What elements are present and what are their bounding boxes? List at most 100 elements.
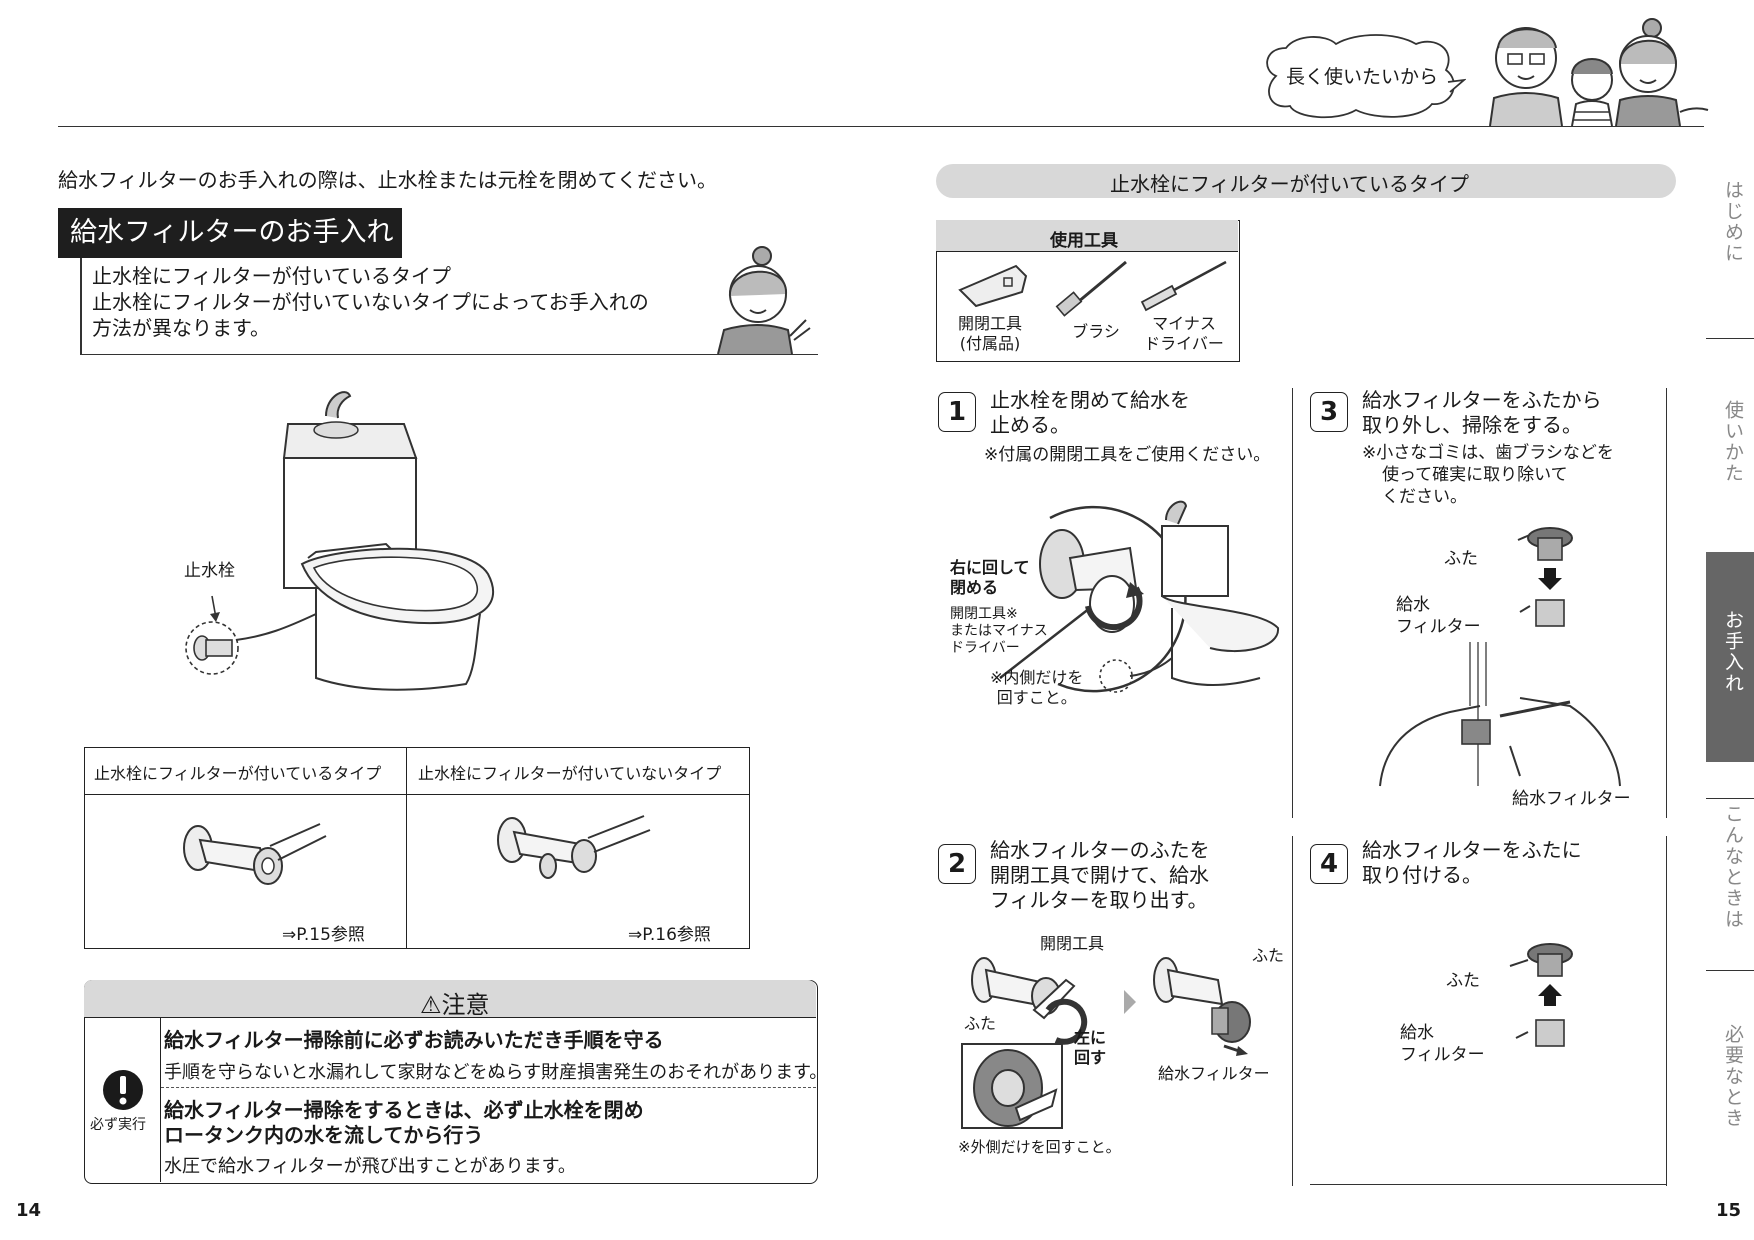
step-1-tool-line3: ドライバー [950, 640, 1020, 656]
page-number-right: 15 [1716, 1200, 1742, 1221]
step-1-note: ※付属の開閉工具をご使用ください。 [984, 445, 1271, 465]
brush-icon [1055, 260, 1127, 317]
step-divider-1 [1292, 388, 1293, 818]
step-3-line2: 取り外し、掃除をする。 [1362, 413, 1582, 437]
step-1-number: 1 [938, 392, 976, 432]
side-tab-rule-3 [1706, 970, 1754, 971]
step-3-illustration [1379, 527, 1621, 787]
step-3-filter-bottom-label: 給水フィルター [1512, 789, 1631, 809]
side-tab-konnatoki[interactable]: こんなときは [1706, 788, 1754, 958]
ref-p15[interactable]: ⇒P.15参照 [282, 925, 365, 945]
step-2-line3: フィルターを取り出す。 [990, 888, 1208, 912]
type-table [84, 747, 750, 949]
step-1-line2: 止める。 [990, 413, 1070, 437]
step-4-number: 4 [1310, 844, 1348, 884]
step-2-lid-label-2: ふた [1252, 946, 1285, 965]
step-4-line2: 取り付ける。 [1362, 863, 1482, 887]
step-1-inner-line1: ※内側だけを [990, 668, 1084, 687]
tool-screwdriver-line2: ドライバー [1144, 334, 1224, 353]
step-1-line1: 止水栓を閉めて給水を [990, 388, 1190, 412]
step-3-note-3: ください。 [1382, 487, 1467, 507]
section-title: 給水フィルターのお手入れ [58, 208, 402, 258]
woman-pointing-illustration [717, 246, 811, 354]
family-illustration [1489, 18, 1709, 127]
step-3-lid-label: ふた [1444, 549, 1478, 569]
table-header-rule [84, 794, 749, 795]
step-2-outer-note: ※外側だけを回すこと。 [958, 1138, 1121, 1156]
section-line-3: 方法が異なります。 [92, 316, 270, 340]
intro-text: 給水フィルターのお手入れの際は、止水栓または元栓を閉めてください。 [58, 168, 717, 192]
step-2-tool-label: 開閉工具 [1040, 934, 1105, 953]
step-3-note-1: ※小さなゴミは、歯ブラシなどを [1362, 443, 1614, 463]
type-title: 止水栓にフィルターが付いているタイプ [1110, 172, 1469, 196]
tool-screwdriver-label: マイナス ドライバー [1134, 314, 1234, 354]
step-bottom-rule [1310, 1184, 1666, 1185]
caution-item-1-body: 手順を守らないと水漏れして家財などをぬらす財産損害発生のおそれがあります。 [164, 1062, 828, 1083]
tools-header [936, 220, 1238, 252]
step-2-illustration [961, 957, 1251, 1129]
screwdriver-icon [1140, 260, 1227, 312]
side-tab-rule-2 [1706, 798, 1754, 799]
side-tab-hajimeni-label: はじめに [1722, 180, 1744, 264]
step-4-filter-label: 給水 フィルター [1400, 1022, 1485, 1066]
step-2-lid-label: ふた [964, 1014, 997, 1033]
step-1-turn-right-line1: 右に回して [950, 558, 1030, 577]
step-divider-2 [1292, 836, 1293, 1186]
step-divider-4 [1666, 836, 1667, 1186]
type-title-bar [936, 164, 1676, 198]
step-3-filter-line2: フィルター [1396, 617, 1481, 637]
tool-opener-line2: (付属品) [959, 334, 1021, 353]
caution-item-2-heading-1: 給水フィルター掃除をするときは、必ず止水栓を閉め [164, 1098, 644, 1122]
step-1-illustration [999, 500, 1280, 693]
tool-opener-label: 開閉工具 (付属品) [940, 314, 1040, 354]
speech-bubble [1266, 34, 1466, 119]
valve-with-filter-illustration [183, 823, 327, 885]
side-tab-konnatoki-label: こんなときは [1722, 804, 1744, 930]
step-2-turn-left-label: 左に 回す [1074, 1028, 1106, 1068]
caution-item-2-body: 水圧で給水フィルターが飛び出すことがあります。 [164, 1156, 576, 1177]
page-number-left: 14 [16, 1200, 42, 1221]
table-header-with-filter: 止水栓にフィルターが付いているタイプ [94, 764, 382, 783]
caution-item-separator [161, 1087, 816, 1088]
step-2-line1: 給水フィルターのふたを [990, 838, 1210, 862]
step-2-turn-left-line2: 回す [1074, 1048, 1107, 1067]
step-3-line1: 給水フィルターをふたから [1362, 388, 1602, 412]
tool-screwdriver-line1: マイナス [1152, 314, 1216, 333]
tool-opener-line1: 開閉工具 [957, 314, 1022, 333]
side-tab-tsukaikata-label: 使いかた [1722, 400, 1744, 484]
step-3-number: 3 [1310, 392, 1348, 432]
step-1-turn-right-line2: 閉める [950, 578, 999, 597]
side-tab-hitsuyou[interactable]: 必要なとき [1706, 1010, 1754, 1180]
table-divider [406, 747, 407, 948]
step-1-inner-note: ※内側だけを 回すこと。 [990, 668, 1083, 708]
tool-brush-label: ブラシ [1072, 322, 1120, 341]
side-tab-tsukaikata[interactable]: 使いかた [1706, 384, 1754, 554]
valve-without-filter-illustration [497, 815, 651, 879]
step-4-line1: 給水フィルターをふたに [1362, 838, 1582, 862]
caution-item-2-heading-2: ロータンク内の水を流してから行う [164, 1123, 484, 1147]
step-4-illustration [1509, 943, 1573, 1047]
speech-text: 長く使いたいから [1286, 66, 1439, 88]
step-2-line2: 開閉工具で開けて、給水 [990, 863, 1209, 887]
table-header-without-filter: 止水栓にフィルターが付いていないタイプ [418, 764, 722, 783]
step-3-filter-line1: 給水 [1396, 595, 1430, 615]
caution-divider [160, 1018, 161, 1182]
section-box [80, 258, 818, 355]
side-tab-oteire[interactable]: お手入れ [1706, 552, 1754, 762]
ref-p16[interactable]: ⇒P.16参照 [628, 925, 711, 945]
step-4-filter-line2: フィルター [1400, 1045, 1485, 1065]
step-divider-3 [1666, 388, 1667, 818]
step-2-turn-left-line1: 左に [1074, 1028, 1107, 1047]
caution-header [84, 980, 816, 1018]
step-1-tool-label: 開閉工具※ またはマイナス ドライバー [950, 606, 1048, 657]
step-4-filter-line1: 給水 [1400, 1023, 1434, 1043]
opener-tool-icon [958, 264, 1028, 308]
step-3-note-2: 使って確実に取り除いて [1382, 465, 1568, 485]
toilet-illustration [185, 391, 494, 691]
step-1-tool-line2: またはマイナス [950, 623, 1048, 639]
side-tab-hitsuyou-label: 必要なとき [1722, 1024, 1744, 1129]
side-tab-hajimeni[interactable]: はじめに [1706, 166, 1754, 336]
step-1-turn-right-label: 右に回して 閉める [950, 558, 1030, 598]
side-tab-oteire-label: お手入れ [1722, 610, 1744, 694]
step-4-lid-label: ふた [1446, 971, 1480, 991]
